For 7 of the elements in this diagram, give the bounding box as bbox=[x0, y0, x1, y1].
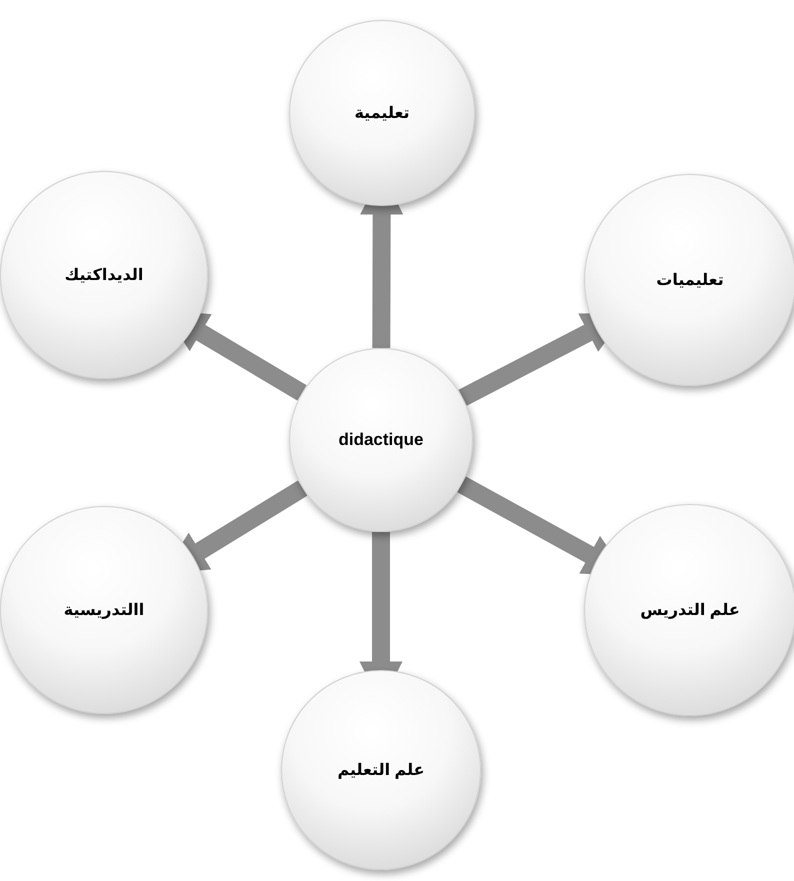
node-label: علم التعليم bbox=[336, 761, 426, 780]
node-label: تعليميات bbox=[655, 271, 725, 290]
node-label: didactique bbox=[337, 430, 424, 450]
node-label: الديداكتيك bbox=[64, 266, 144, 285]
node-label: االتدريسية bbox=[62, 601, 146, 620]
node-label: علم التدريس bbox=[639, 601, 741, 620]
node-label: تعليمية bbox=[353, 104, 411, 123]
